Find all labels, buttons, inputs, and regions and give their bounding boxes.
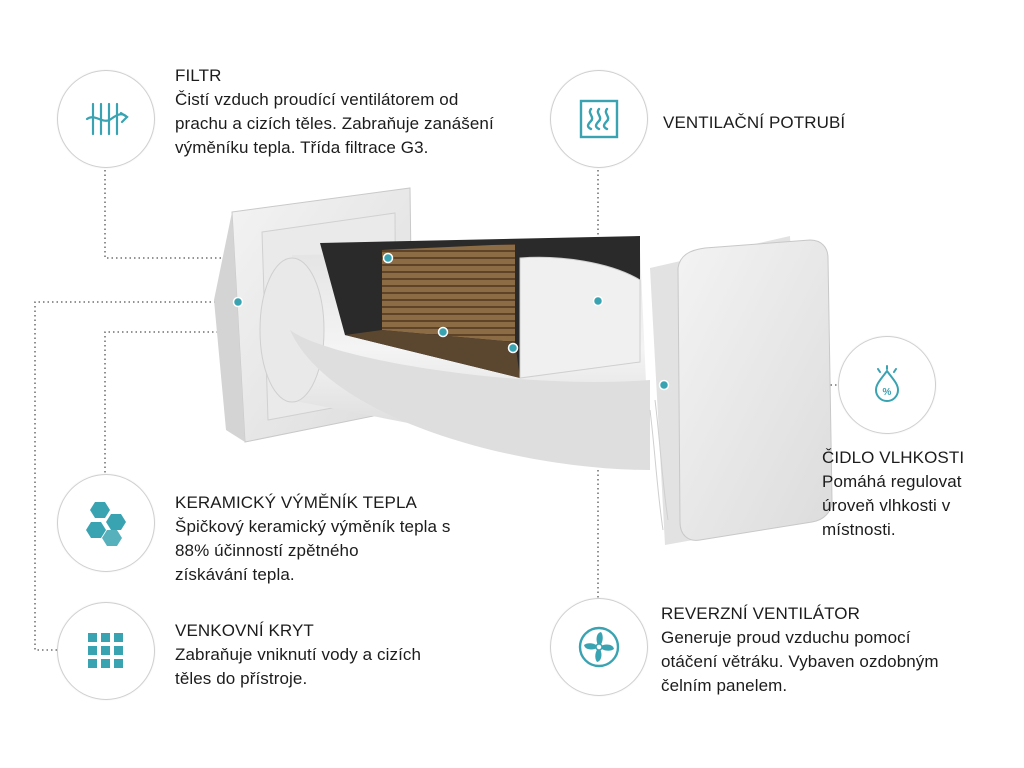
callout-title: KERAMICKÝ VÝMĚNÍK TEPLA (175, 493, 417, 512)
duct-heat-icon-circle (550, 70, 648, 168)
connector-kryt (34, 301, 238, 651)
callout-description: Generuje proud vzduchu pomocí otáčení vě… (661, 628, 939, 695)
ceramic-exchanger-icon (86, 502, 126, 546)
svg-text:%: % (883, 387, 892, 398)
outdoor-cover-icon (88, 633, 123, 668)
ceramic-exchanger-icon-circle (57, 474, 155, 572)
humidity-sensor-icon: % (874, 365, 900, 402)
callout-title: VENTILAČNÍ POTRUBÍ (663, 113, 846, 132)
humidity-sensor-icon-circle: % (838, 336, 936, 434)
callout-vymenik: KERAMICKÝ VÝMĚNÍK TEPLA Špičkový keramic… (175, 491, 515, 587)
marker-kryt (232, 296, 244, 308)
callout-description: Zabraňuje vniknutí vody a cizích těles d… (175, 645, 422, 688)
marker-vymenik (437, 326, 449, 338)
duct-heat-icon (579, 99, 619, 139)
callout-potrubi: VENTILAČNÍ POTRUBÍ (663, 111, 963, 135)
callout-title: REVERZNÍ VENTILÁTOR (661, 604, 861, 623)
marker-filtr (382, 252, 394, 264)
callout-kryt: VENKOVNÍ KRYT Zabraňuje vniknutí vody a … (175, 619, 495, 691)
marker-ventilator (507, 342, 519, 354)
reverse-fan-icon (578, 626, 620, 668)
marker-vlhkost (658, 379, 670, 391)
marker-potrubi (592, 295, 604, 307)
callout-filtr: FILTR Čistí vzduch proudící ventilátorem… (175, 64, 545, 160)
reverse-fan-icon-circle (550, 598, 648, 696)
filter-icon (85, 102, 129, 136)
callout-description: Čistí vzduch proudící ventilátorem od pr… (175, 90, 494, 157)
callout-vlhkost: ČIDLO VLHKOSTI Pomáhá regulovat úroveň v… (822, 446, 1012, 542)
callout-title: ČIDLO VLHKOSTI (822, 448, 965, 467)
outdoor-cover-icon-circle (57, 602, 155, 700)
callout-title: FILTR (175, 66, 222, 85)
callout-title: VENKOVNÍ KRYT (175, 621, 314, 640)
callout-ventilator: REVERZNÍ VENTILÁTOR Generuje proud vzduc… (661, 602, 1001, 698)
callout-description: Pomáhá regulovat úroveň vlhkosti v místn… (822, 472, 962, 539)
filter-icon-circle (57, 70, 155, 168)
callout-description: Špičkový keramický výměník tepla s 88% ú… (175, 517, 451, 584)
